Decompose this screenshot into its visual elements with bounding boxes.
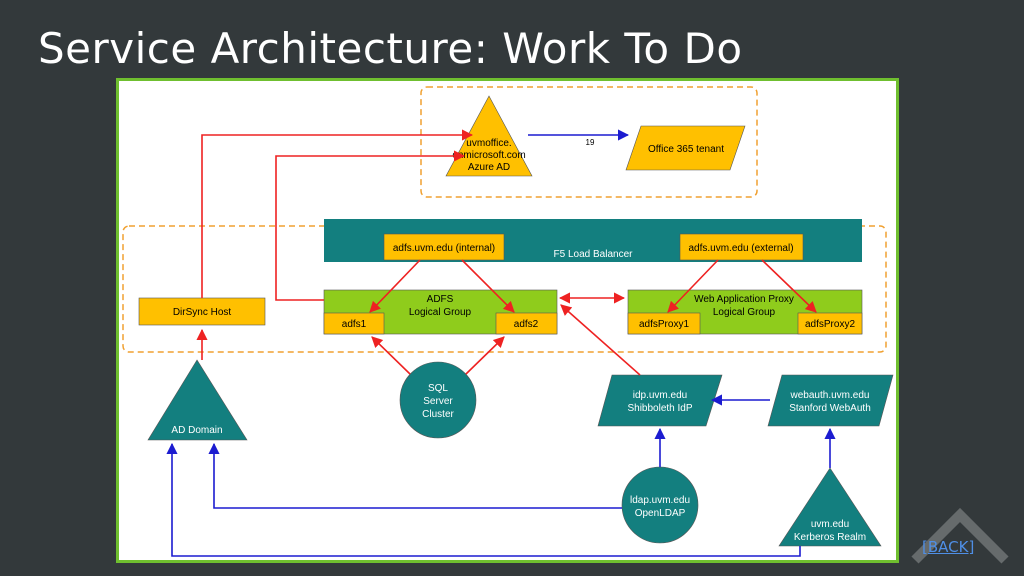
ad-domain-label: AD Domain [171,425,222,436]
webauth-node [767,374,894,427]
webauth-line1: webauth.uvm.edu [790,390,870,401]
kerberos-line1: uvm.edu [811,519,849,530]
idp-line2: Shibboleth IdP [627,403,692,414]
adfs-group-line1: ADFS [427,294,454,305]
sql-to-adfs2-arrow [465,336,505,375]
adfs-internal-label: adfs.uvm.edu (internal) [393,243,495,254]
dirsync-node [138,297,266,326]
dirsync-label: DirSync Host [173,307,232,318]
wap-group-line2: Logical Group [713,307,776,318]
f5-label: F5 Load Balancer [554,249,634,260]
back-link[interactable]: [BACK] [922,538,975,556]
kerberos-line2: Kerberos Realm [794,532,866,543]
adfs-group-line2: Logical Group [409,307,472,318]
watermark-icon [911,507,1009,564]
azure-ad-line3: Azure AD [468,162,510,173]
idp-node [597,374,723,427]
adfs-to-azure-arrow [275,150,466,301]
sql-line2: Server [423,396,453,407]
kerberos-node [778,467,882,547]
adfs1-label: adfs1 [342,319,367,330]
idp-to-adfs-arrow [560,304,641,376]
internal-to-adfs2-arrow [461,259,515,313]
sql-line3: Cluster [422,409,454,420]
external-to-proxy2-arrow [761,259,817,313]
adfs-external-node [679,233,804,261]
office365-label: Office 365 tenant [648,144,724,155]
sql-cluster-node [399,361,477,439]
ad-domain-node [147,359,248,441]
sync-count-label: 19 [586,138,595,147]
external-to-proxy1-arrow [667,259,719,313]
sql-to-adfs1-arrow [371,336,411,375]
idp-line1: idp.uvm.edu [633,390,687,401]
ldap-line1: ldap.uvm.edu [630,495,690,506]
dirsync-to-azure-arrow [201,129,474,298]
cloud-group-boundary [420,86,758,198]
kerberos-to-addomain-arrow [166,442,801,557]
azure-ad-line1: uvmoffice. [466,138,511,149]
ldap-line2: OpenLDAP [635,508,686,519]
adfs-internal-node [383,233,505,261]
adfs2-label: adfs2 [514,319,539,330]
proxy1-label: adfsProxy1 [639,319,689,330]
azure-ad-line2: onmicrosoft.com [452,150,525,161]
wap-group-line1: Web Application Proxy [694,294,794,305]
proxy2-label: adfsProxy2 [805,319,855,330]
slide-title: Service Architecture: Work To Do [38,24,743,73]
office365-node [625,125,746,171]
ldap-to-addomain-arrow [208,442,622,509]
sql-line1: SQL [428,383,448,394]
adfs-external-label: adfs.uvm.edu (external) [688,243,793,254]
webauth-line2: Stanford WebAuth [789,403,871,414]
internal-to-adfs1-arrow [369,259,421,313]
adfs1-node [323,312,385,335]
proxy1-node [627,312,701,335]
adfs2-node [495,312,558,335]
proxy2-node [797,312,863,335]
